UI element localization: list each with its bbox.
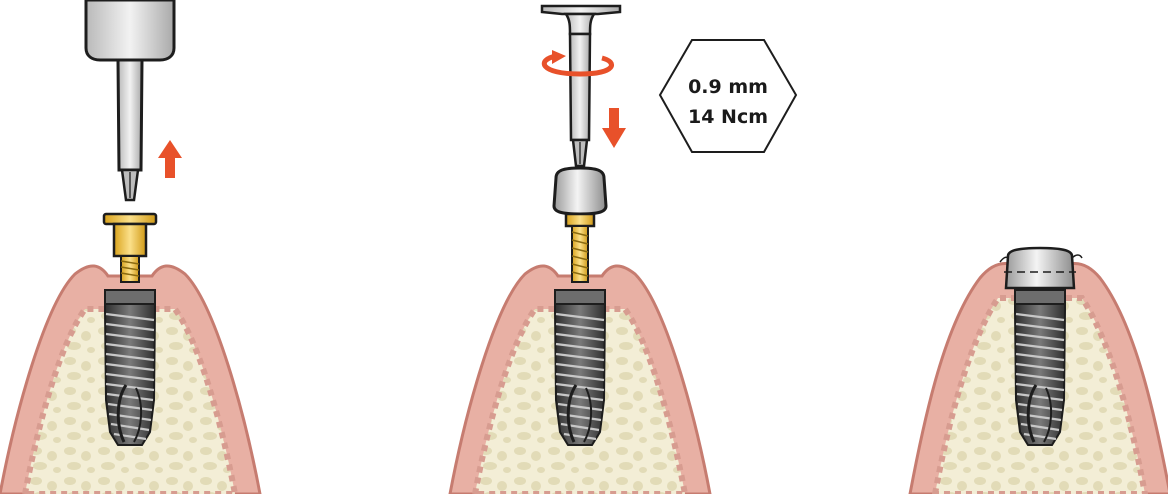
arrow-up-icon — [158, 140, 182, 178]
implant — [105, 290, 155, 445]
torque-spec-line-2: 14 Ncm — [688, 106, 768, 128]
implant — [555, 290, 605, 445]
hexagon-label: 0.9 mm 14 Ncm — [660, 40, 796, 152]
insertion-post — [104, 214, 156, 282]
step-3-panel — [910, 248, 1168, 494]
cover-screw — [554, 168, 606, 282]
seated-cover-screw — [1000, 248, 1082, 288]
arrow-down-icon — [602, 108, 626, 148]
step-1-panel — [0, 0, 260, 494]
torque-spec-line-1: 0.9 mm — [688, 76, 768, 98]
step-2-panel: 0.9 mm 14 Ncm — [450, 6, 796, 494]
implant — [1015, 290, 1065, 445]
screw-driver — [542, 6, 620, 166]
insertion-driver — [86, 0, 174, 200]
